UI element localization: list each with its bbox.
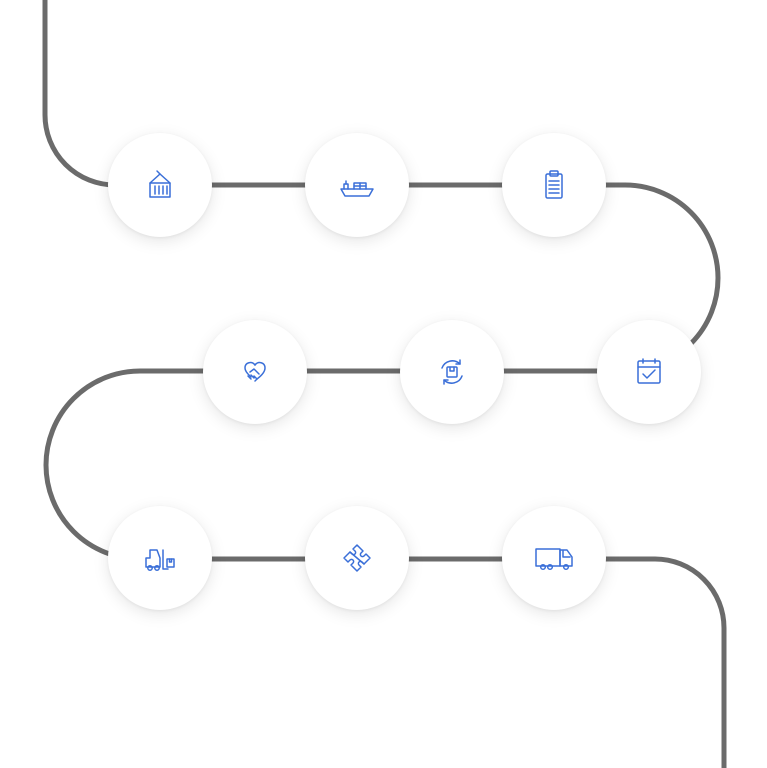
step-calendar-check[interactable] [597,320,701,424]
step-cargo-ship[interactable] [305,133,409,237]
step-puzzle[interactable] [305,506,409,610]
delivery-truck-icon [535,548,573,571]
forklift-icon [145,549,175,571]
step-delivery-truck[interactable] [502,506,606,610]
step-container[interactable] [108,133,212,237]
cargo-ship-icon [340,180,374,197]
container-icon [149,170,171,198]
step-forklift[interactable] [108,506,212,610]
package-cycle-icon [441,359,463,385]
handshake-icon [244,361,266,382]
clipboard-icon [545,170,563,199]
step-package-cycle[interactable] [400,320,504,424]
step-handshake[interactable] [203,320,307,424]
puzzle-icon [343,544,371,572]
calendar-check-icon [637,358,661,384]
step-clipboard[interactable] [502,133,606,237]
